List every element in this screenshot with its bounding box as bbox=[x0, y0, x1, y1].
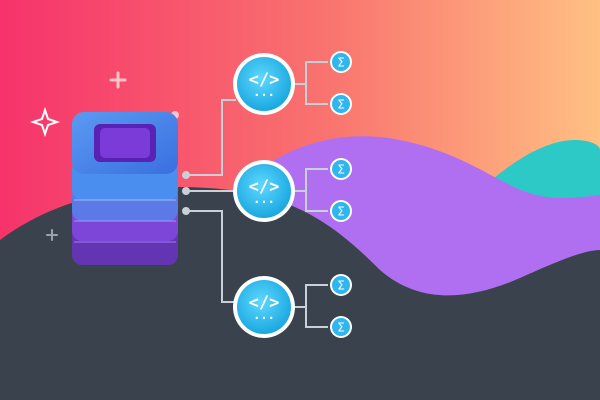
output-connector bbox=[294, 168, 328, 212]
sigma-icon: Σ bbox=[330, 200, 352, 222]
sparkle-icon bbox=[29, 106, 61, 138]
code-dots: ... bbox=[253, 308, 275, 322]
code-brackets-icon bbox=[237, 280, 291, 334]
output-connector bbox=[294, 284, 328, 328]
code-brackets-icon bbox=[237, 57, 291, 111]
output-connector bbox=[294, 61, 328, 105]
sigma-label: Σ bbox=[337, 98, 345, 112]
sigma-icon: Σ bbox=[330, 274, 352, 296]
sigma-label: Σ bbox=[337, 321, 345, 335]
code-symbol: </> bbox=[249, 177, 280, 197]
code-symbol: </> bbox=[249, 70, 280, 90]
function-node: </>... Σ Σ bbox=[233, 51, 352, 115]
sigma-icon: Σ bbox=[330, 158, 352, 180]
function-nodes: </>... Σ Σ </>... Σ Σ </>... Σ Σ bbox=[233, 51, 352, 338]
function-node: </>... Σ Σ bbox=[233, 158, 352, 222]
sparkle-icon bbox=[46, 229, 58, 241]
sigma-label: Σ bbox=[337, 56, 345, 70]
sigma-label: Σ bbox=[337, 279, 345, 293]
sigma-label: Σ bbox=[337, 205, 345, 219]
stacked-database-icon bbox=[72, 112, 178, 265]
code-dots: ... bbox=[253, 192, 275, 206]
code-symbol: </> bbox=[249, 293, 280, 313]
function-node: </>... Σ Σ bbox=[233, 274, 352, 338]
sparkle-icon bbox=[109, 71, 127, 89]
sigma-icon: Σ bbox=[330, 316, 352, 338]
connector-lines bbox=[182, 99, 236, 303]
sigma-icon: Σ bbox=[330, 93, 352, 115]
sigma-label: Σ bbox=[337, 163, 345, 177]
sigma-icon: Σ bbox=[330, 51, 352, 73]
code-dots: ... bbox=[253, 85, 275, 99]
code-brackets-icon bbox=[237, 164, 291, 218]
